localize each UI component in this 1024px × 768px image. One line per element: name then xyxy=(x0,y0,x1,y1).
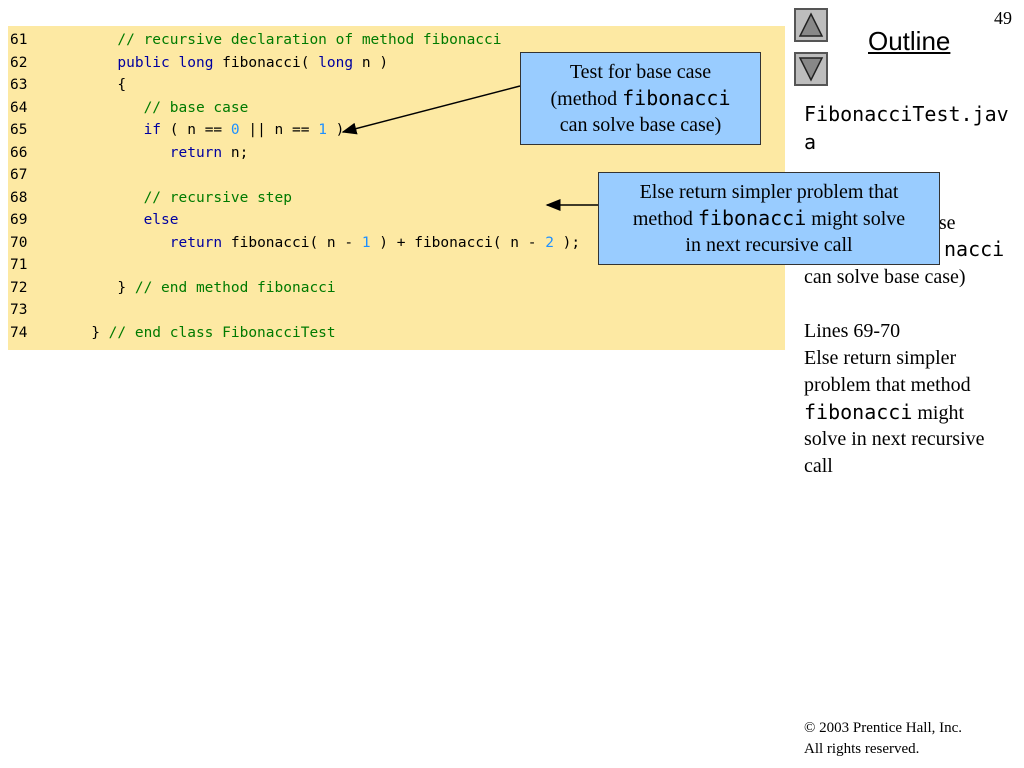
code-token: { xyxy=(65,77,127,93)
code-token: // base case xyxy=(143,99,249,116)
line-number: 74 xyxy=(10,324,28,341)
callout-recursive-line3: in next recursive call xyxy=(685,234,853,256)
code-text: // recursive declaration of method fibon… xyxy=(65,29,502,51)
callout-base-case: Test for base case (method fibonacci can… xyxy=(520,52,761,145)
line-number: 67 xyxy=(10,167,28,183)
line-number: 65 xyxy=(10,122,28,138)
line-number: 72 xyxy=(10,279,28,296)
line-number: 64 xyxy=(10,99,28,116)
code-token: n ) xyxy=(353,54,389,71)
code-token: return xyxy=(169,144,223,161)
code-token: // recursive declaration of method fibon… xyxy=(117,32,502,48)
line-number: 69 xyxy=(10,212,28,228)
line-number: 73 xyxy=(10,302,28,318)
callout-base-case-line2: (method fibonacci xyxy=(550,86,731,110)
next-slide-button[interactable] xyxy=(794,52,828,86)
code-token: 0 xyxy=(230,122,240,138)
callout-recursive-step: Else return simpler problem that method … xyxy=(598,172,940,265)
line-number: 70 xyxy=(10,234,28,251)
code-token: 2 xyxy=(545,234,554,251)
line-number: 63 xyxy=(10,77,28,93)
line-number: 71 xyxy=(10,257,28,273)
code-token: ( n == xyxy=(161,122,231,138)
sidebar-desc-5: call xyxy=(804,455,833,477)
outline-sidebar: FibonacciTest.java ase nacci can solve b… xyxy=(804,100,1019,477)
callout-recursive-line2: method fibonacci might solve xyxy=(632,206,906,230)
code-text: } // end class FibonacciTest xyxy=(65,322,336,344)
line-number: 68 xyxy=(10,189,28,206)
copyright-line: © 2003 Prentice Hall, Inc. xyxy=(804,720,963,736)
sidebar-desc-2: problem that method xyxy=(804,374,971,396)
code-text: return n; xyxy=(65,142,249,164)
outline-link[interactable]: Outline xyxy=(868,26,951,56)
code-token: } xyxy=(65,279,135,296)
sidebar-base-case-text: can solve base case) xyxy=(804,266,966,288)
rights-line: All rights reserved. xyxy=(804,741,920,757)
callout-base-case-line1: Test for base case xyxy=(569,61,712,83)
copyright-footer: © 2003 Prentice Hall, Inc. All rights re… xyxy=(804,718,962,760)
callout-recursive-line1: Else return simpler problem that xyxy=(639,181,899,203)
code-text: return fibonacci( n - 1 ) + fibonacci( n… xyxy=(65,232,580,254)
sidebar-desc-4: solve in next recursive xyxy=(804,428,985,450)
sidebar-lines-label: Lines 69-70 xyxy=(804,320,901,342)
code-token: // end method fibonacci xyxy=(134,279,336,296)
sidebar-desc-3: fibonacci might xyxy=(804,400,965,424)
code-token: fibonacci( n - xyxy=(222,234,362,251)
code-token: ); xyxy=(553,234,581,251)
code-token: return xyxy=(169,234,223,251)
sidebar-partial-code: nacci xyxy=(944,237,1005,261)
code-token: // end class FibonacciTest xyxy=(108,324,336,341)
code-text: if ( n == 0 || n == 1 ) xyxy=(65,119,345,141)
code-token: n; xyxy=(222,144,249,161)
code-token: 1 xyxy=(361,234,371,251)
sidebar-desc-1: Else return simpler xyxy=(804,347,957,369)
code-token: ) xyxy=(326,122,345,138)
code-text: // recursive step xyxy=(65,187,292,209)
triangle-up-icon xyxy=(798,12,824,37)
triangle-down-icon xyxy=(798,57,824,82)
code-token: || n == xyxy=(239,122,319,138)
code-token: 1 xyxy=(318,122,327,138)
code-token: else xyxy=(143,212,179,228)
code-text: else xyxy=(65,209,179,231)
code-text: // base case xyxy=(65,97,249,119)
code-text: public long fibonacci( long n ) xyxy=(65,52,388,74)
page-number: 49 xyxy=(994,8,1012,28)
code-token: long xyxy=(318,54,354,71)
code-token: if xyxy=(143,122,162,138)
code-token: // recursive step xyxy=(143,189,292,206)
line-number: 66 xyxy=(10,144,28,161)
code-text: { xyxy=(65,74,126,96)
sidebar-file-name: FibonacciTest.java xyxy=(804,102,1009,154)
callout-arrow-base-case xyxy=(341,85,521,135)
previous-slide-button[interactable] xyxy=(794,8,828,42)
code-text: } // end method fibonacci xyxy=(65,277,336,299)
code-token: long xyxy=(178,54,214,71)
code-token: fibonacci( xyxy=(213,54,319,71)
line-number: 62 xyxy=(10,54,28,71)
line-number: 61 xyxy=(10,32,28,48)
code-token: } xyxy=(65,324,109,341)
code-token: public xyxy=(117,54,170,71)
code-token: ) + fibonacci( n - xyxy=(370,234,546,251)
callout-base-case-line3: can solve base case) xyxy=(559,114,722,136)
